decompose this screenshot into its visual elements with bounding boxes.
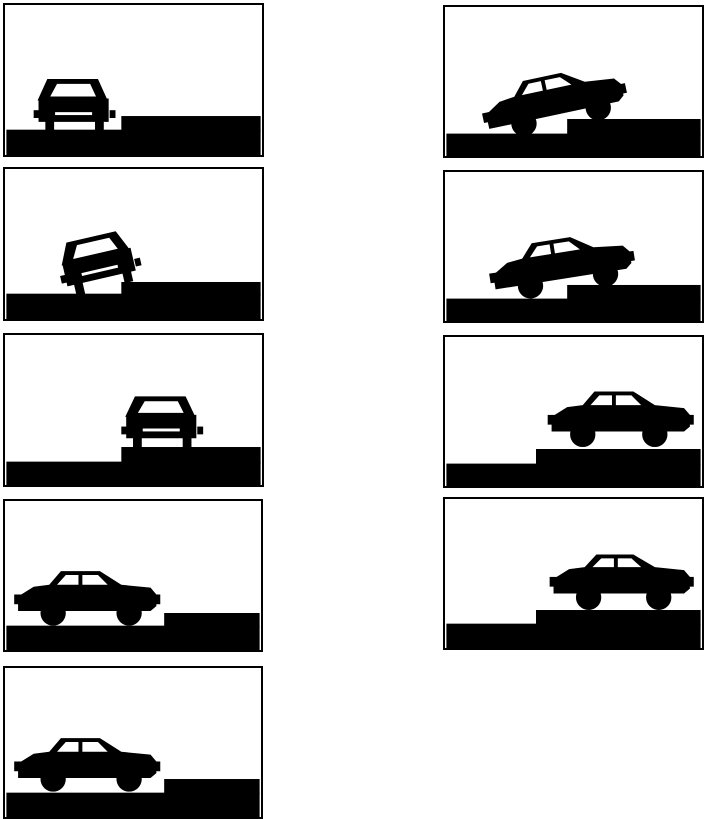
ground-with-step (446, 119, 700, 156)
panel-9-drawing (445, 499, 702, 648)
car-side-view (14, 738, 160, 792)
car-side-view (548, 392, 694, 448)
panel-front-car-before-step (3, 3, 264, 157)
panel-side-car-on-step-final (443, 497, 704, 650)
panel-1-drawing (5, 5, 262, 155)
panel-side-car-on-step (443, 335, 704, 488)
panel-3-drawing (5, 335, 262, 485)
panel-front-car-tilting-on-step (3, 167, 264, 321)
panel-side-car-climbing-step (443, 5, 704, 158)
ground-with-step (6, 282, 260, 319)
panel-front-car-on-step (3, 333, 264, 487)
panel-6-drawing (445, 7, 702, 156)
panel-2-drawing (5, 169, 262, 319)
panel-side-car-rear-at-step (443, 170, 704, 323)
panel-8-drawing (445, 337, 702, 486)
car-side-view (550, 555, 694, 611)
panel-7-drawing (445, 172, 702, 321)
panel-4-drawing (5, 501, 261, 650)
panel-side-car-before-step (3, 666, 263, 819)
car-front-view (34, 79, 116, 132)
panel-side-car-approaching-step (3, 499, 263, 652)
car-side-view (14, 571, 160, 626)
ground-with-step (446, 449, 700, 486)
panel-5-drawing (5, 668, 261, 817)
car-front-view (121, 396, 203, 448)
ground-with-step (446, 285, 700, 321)
ground-with-step (446, 610, 700, 648)
ground-with-step (6, 447, 260, 485)
